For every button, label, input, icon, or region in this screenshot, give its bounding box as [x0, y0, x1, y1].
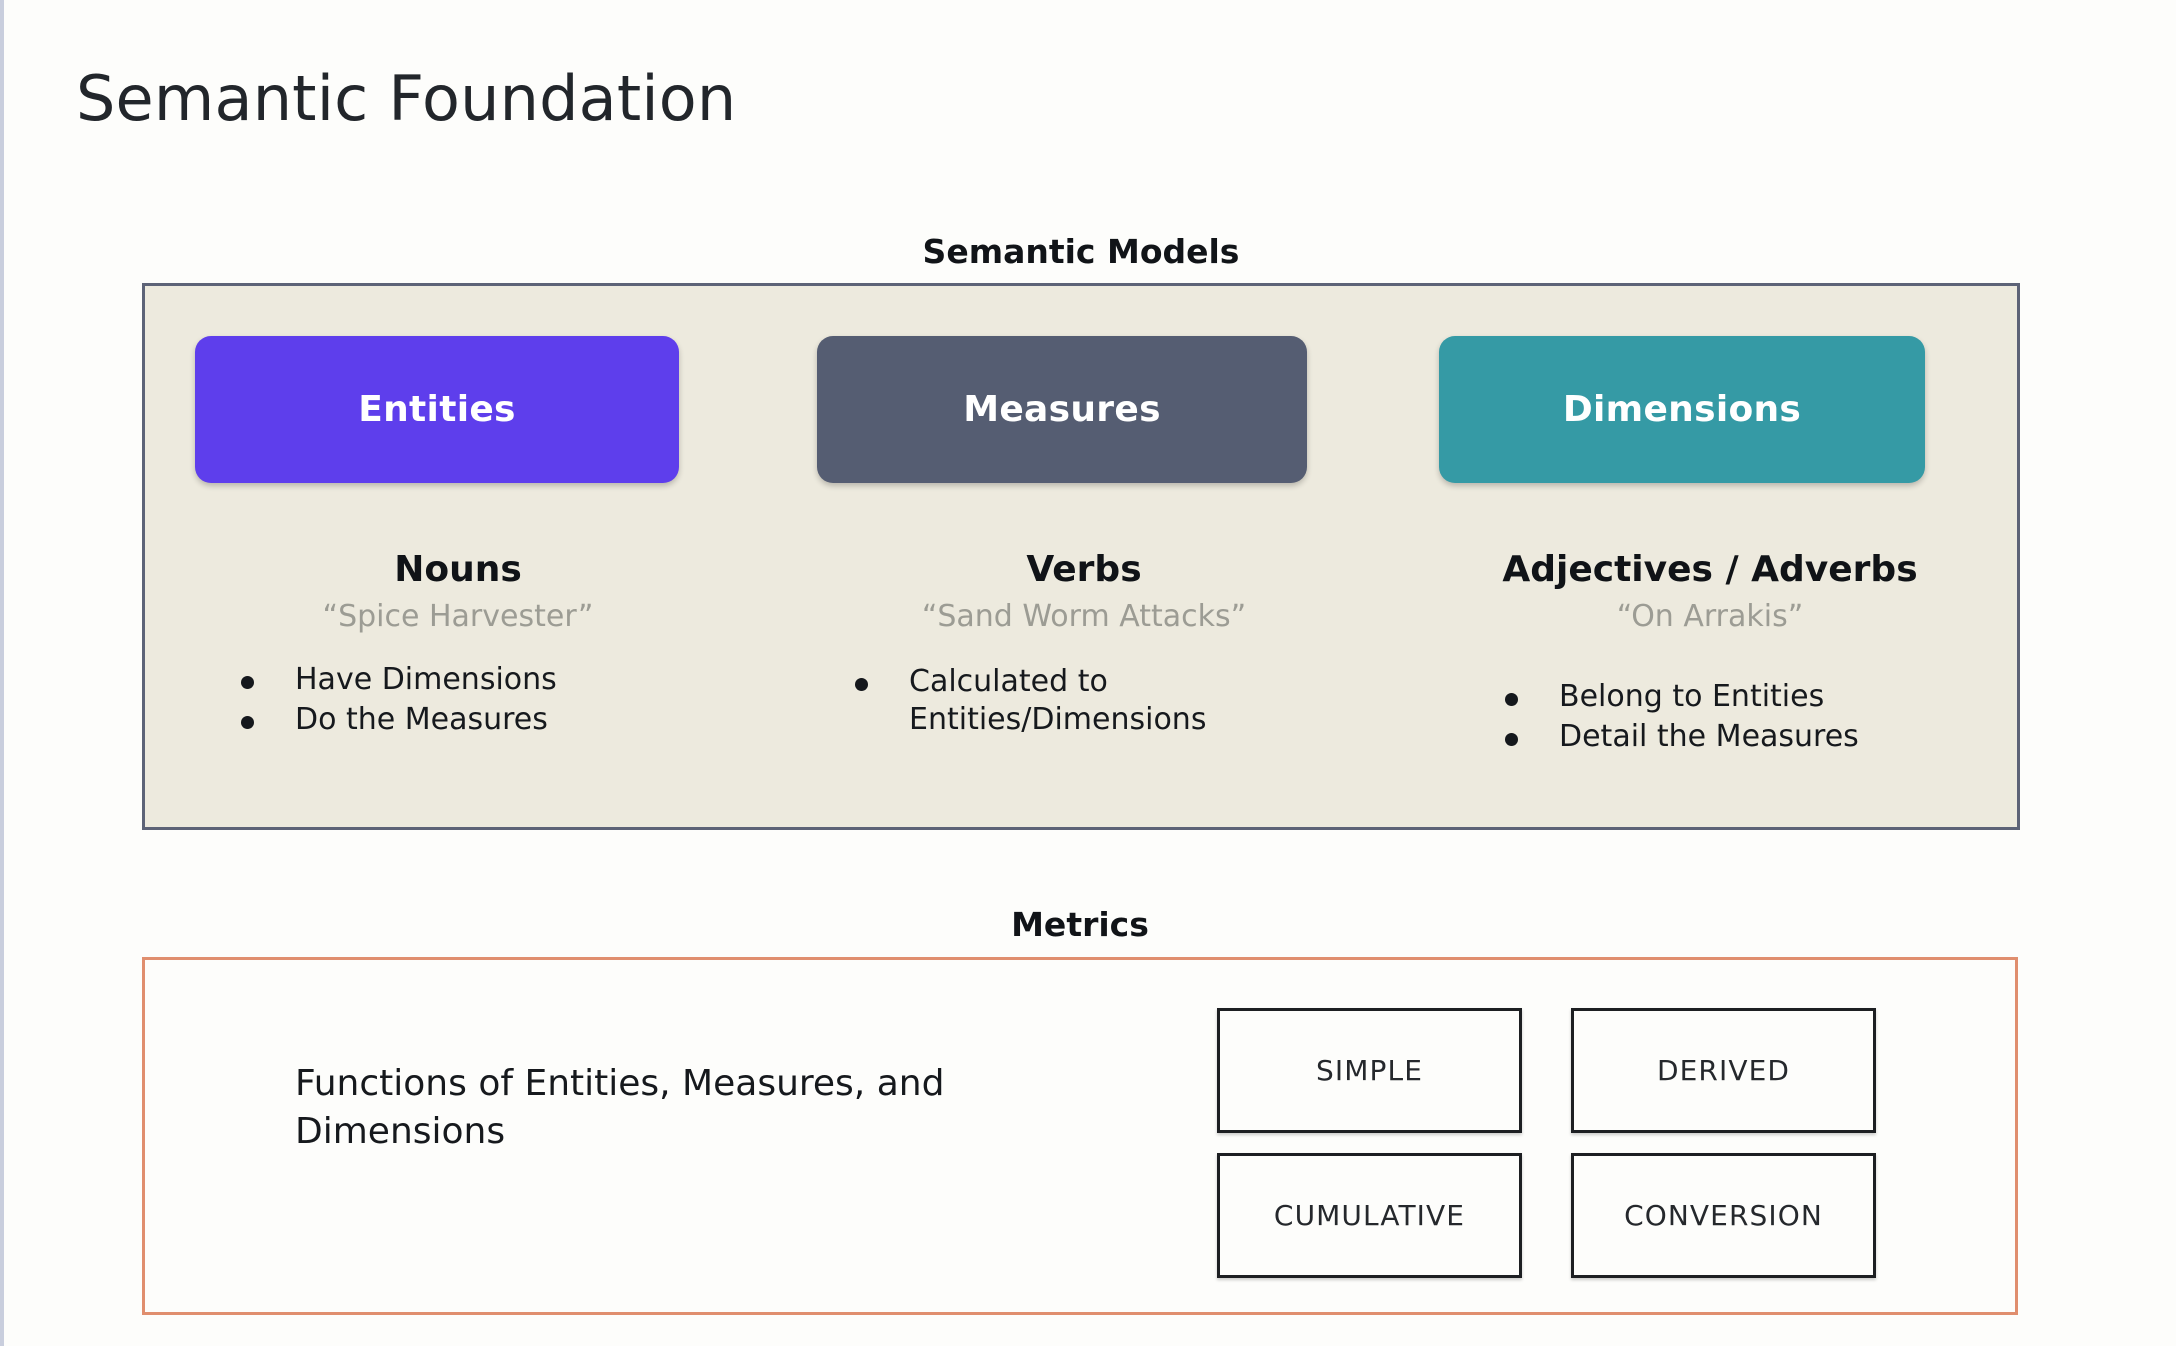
pill-measures-label: Measures	[963, 389, 1161, 430]
semantic-model-column-measures: Measures Verbs “Sand Worm Attacks” Calcu…	[771, 286, 1397, 827]
list-item: Detail the Measures	[1487, 718, 1859, 756]
pill-measures[interactable]: Measures	[817, 336, 1307, 483]
semantic-model-column-dimensions: Dimensions Adjectives / Adverbs “On Arra…	[1397, 286, 2023, 827]
dimensions-example: “On Arrakis”	[1616, 599, 1804, 634]
pill-entities[interactable]: Entities	[195, 336, 679, 483]
measures-example: “Sand Worm Attacks”	[921, 599, 1247, 634]
pill-dimensions-label: Dimensions	[1562, 389, 1802, 430]
dimensions-bullet-list: Belong to Entities Detail the Measures	[1487, 678, 1859, 759]
semantic-models-panel: Entities Nouns “Spice Harvester” Have Di…	[142, 283, 2020, 830]
entities-example: “Spice Harvester”	[322, 599, 594, 634]
dimensions-part-of-speech: Adjectives / Adverbs	[1502, 549, 1918, 590]
metric-type-label: DERIVED	[1656, 1054, 1791, 1087]
metric-type-box-cumulative[interactable]: CUMULATIVE	[1217, 1153, 1522, 1278]
metric-type-box-conversion[interactable]: CONVERSION	[1571, 1153, 1876, 1278]
entities-part-of-speech: Nouns	[394, 549, 522, 590]
pill-entities-label: Entities	[358, 389, 516, 430]
metric-type-label: CUMULATIVE	[1273, 1199, 1466, 1232]
metric-type-label: SIMPLE	[1316, 1054, 1423, 1087]
measures-part-of-speech: Verbs	[1026, 549, 1142, 590]
metrics-description: Functions of Entities, Measures, and Dim…	[295, 1063, 945, 1152]
metric-type-box-derived[interactable]: DERIVED	[1571, 1008, 1876, 1133]
list-item: Do the Measures	[223, 701, 557, 739]
list-item: Calculated to Entities/Dimensions	[837, 663, 1206, 740]
measures-bullet-list: Calculated to Entities/Dimensions	[837, 663, 1206, 742]
metric-type-box-simple[interactable]: SIMPLE	[1217, 1008, 1522, 1133]
metric-type-label: CONVERSION	[1624, 1199, 1823, 1232]
semantic-models-caption: Semantic Models	[922, 232, 1240, 271]
list-item: Belong to Entities	[1487, 678, 1859, 716]
pill-dimensions[interactable]: Dimensions	[1439, 336, 1925, 483]
entities-bullet-list: Have Dimensions Do the Measures	[223, 661, 557, 742]
semantic-model-column-entities: Entities Nouns “Spice Harvester” Have Di…	[145, 286, 771, 827]
page-title: Semantic Foundation	[76, 62, 737, 135]
metrics-caption: Metrics	[1011, 905, 1149, 944]
slide-left-edge-rule	[0, 0, 4, 1346]
list-item: Have Dimensions	[223, 661, 557, 699]
metrics-panel: Functions of Entities, Measures, and Dim…	[142, 957, 2018, 1315]
